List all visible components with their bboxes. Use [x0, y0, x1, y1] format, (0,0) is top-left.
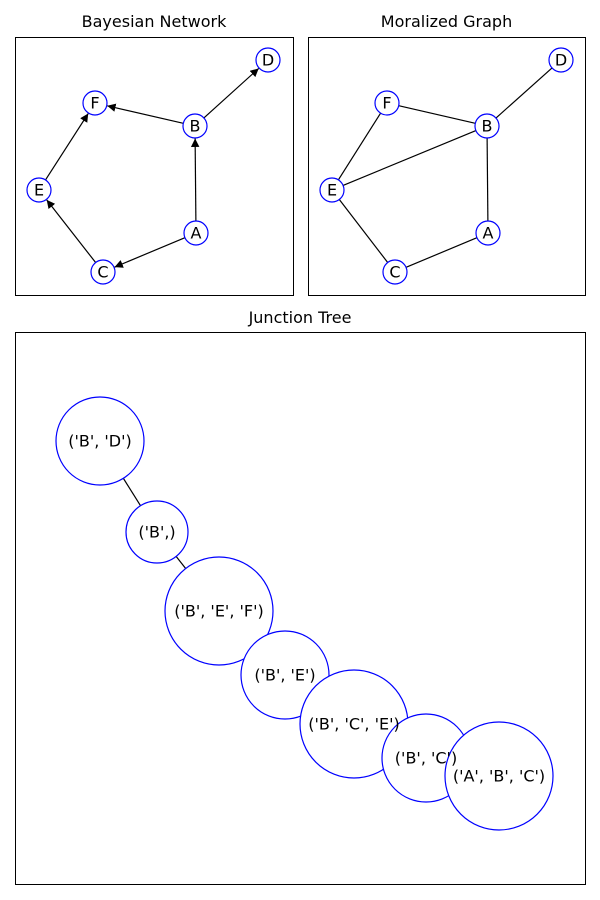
mg-node-label-b: B — [482, 117, 493, 136]
mg-node-label-e: E — [327, 181, 337, 200]
jt-clique-label-b: ('B',) — [138, 523, 175, 542]
jt-clique-abc — [444, 721, 554, 831]
bn-node-e — [26, 177, 52, 203]
bn-edge-a-c — [114, 237, 186, 268]
bayesian-network-title: Bayesian Network — [81, 12, 227, 31]
bn-node-label-e: E — [34, 181, 44, 200]
moralized-graph-frame — [308, 37, 586, 296]
bn-node-label-a: A — [191, 224, 202, 243]
mg-edge-b-f — [398, 105, 476, 124]
bn-edge-c-e — [46, 199, 97, 263]
bn-node-label-d: D — [262, 51, 274, 70]
junction-tree-frame — [15, 332, 586, 885]
bn-edge-b-f — [107, 103, 184, 124]
jt-clique-bd — [55, 396, 145, 486]
mg-edge-e-b — [342, 130, 477, 186]
mg-edge-c-e — [338, 199, 389, 263]
jt-clique-bef — [164, 556, 274, 666]
mg-node-label-d: D — [555, 51, 567, 70]
bn-node-c — [90, 259, 116, 285]
mg-edge-b-d — [495, 67, 553, 119]
bn-node-f — [82, 90, 108, 116]
bn-node-label-f: F — [90, 94, 99, 113]
junction-tree-title: Junction Tree — [248, 308, 352, 327]
mg-node-label-f: F — [382, 94, 391, 113]
mg-node-b — [474, 113, 500, 139]
jt-clique-label-be: ('B', 'E') — [254, 666, 315, 685]
mg-node-label-c: C — [389, 263, 400, 282]
jt-clique-label-bef: ('B', 'E', 'F') — [174, 602, 264, 621]
bn-node-b — [182, 113, 208, 139]
mg-node-label-a: A — [483, 224, 494, 243]
jt-clique-b — [125, 500, 189, 564]
jt-clique-label-abc: ('A', 'B', 'C') — [453, 767, 545, 786]
bn-node-d — [255, 47, 281, 73]
mg-edge-a-b — [486, 137, 489, 222]
junction-tree-graph: ('B', 'D') ('B',) ('B', 'E', 'F') ('B', 'E'… — [55, 396, 554, 831]
jt-clique-label-bc: ('B', 'C') — [395, 749, 457, 768]
mg-edge-e-f — [337, 112, 382, 181]
bn-edge-a-b — [190, 138, 200, 222]
moralized-graph-title: Moralized Graph — [380, 12, 513, 31]
jt-clique-label-bce: ('B', 'C', 'E') — [308, 715, 399, 734]
bn-edge-e-f — [44, 113, 89, 181]
bn-node-a — [183, 220, 209, 246]
mg-node-d — [548, 47, 574, 73]
bn-node-label-c: C — [97, 263, 108, 282]
bayesian-network-frame — [15, 37, 294, 296]
mg-node-c — [382, 259, 408, 285]
mg-edge-a-c — [405, 237, 478, 268]
bayesian-network-graph: A B C D E F — [26, 47, 281, 285]
moralized-graph: A B C D E F — [319, 47, 574, 285]
mg-node-f — [374, 90, 400, 116]
bn-edge-b-d — [203, 67, 260, 119]
bn-node-label-b: B — [190, 117, 201, 136]
mg-node-e — [319, 177, 345, 203]
jt-clique-label-bd: ('B', 'D') — [68, 432, 132, 451]
mg-node-a — [475, 220, 501, 246]
